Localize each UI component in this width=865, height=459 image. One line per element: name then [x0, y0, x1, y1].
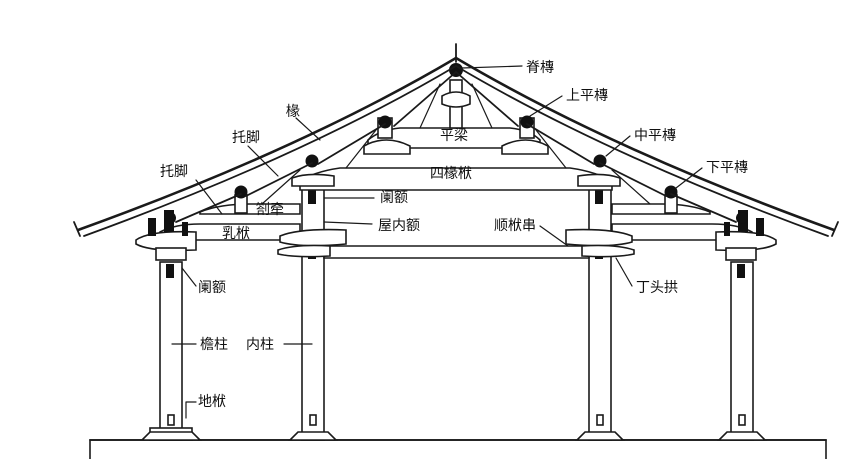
label-lan-e-inner: 阑额 — [380, 190, 408, 206]
label-lower-purlin: 下平槫 — [706, 160, 748, 176]
labels: 脊槫 上平槫 中平槫 下平槫 椽 托脚 托脚 平梁 四椽栿 阑额 劄牵 乳栿 屋… — [160, 60, 748, 410]
roof-rafters — [73, 43, 839, 237]
eave-column-right — [717, 261, 767, 441]
label-flat-beam: 平梁 — [440, 128, 468, 144]
label-shun-fu-chuan: 顺栿串 — [494, 218, 536, 234]
label-inner-lintel: 屋内额 — [378, 218, 420, 234]
label-bracing-lower: 托脚 — [160, 164, 188, 180]
shun-fu-chuan-beam — [323, 245, 590, 259]
label-ground-sill: 地栿 — [198, 394, 226, 410]
label-inner-column: 内柱 — [246, 337, 274, 353]
bracket-inner-right — [565, 173, 635, 258]
label-four-rafter-beam: 四椽栿 — [430, 166, 472, 182]
label-rafter: 椽 — [286, 104, 300, 120]
eave-column-left — [140, 261, 202, 441]
label-eave-column: 檐柱 — [200, 337, 228, 353]
bracket-inner-left — [277, 173, 347, 258]
label-bracing-upper: 托脚 — [232, 130, 260, 146]
leader-lines — [171, 65, 703, 419]
label-ridge-purlin: 脊槫 — [526, 60, 554, 76]
label-middle-purlin: 中平槫 — [634, 128, 676, 144]
label-ru-fu: 乳栿 — [222, 226, 250, 242]
platform-base — [89, 439, 827, 459]
label-cha-shou: 劄牵 — [256, 201, 284, 218]
purlins — [164, 63, 748, 224]
label-lan-e-outer: 阑额 — [198, 280, 226, 296]
label-ding-tou-gong: 丁头拱 — [636, 280, 678, 296]
bracing-lines — [175, 71, 737, 223]
label-upper-purlin: 上平槫 — [566, 88, 608, 104]
